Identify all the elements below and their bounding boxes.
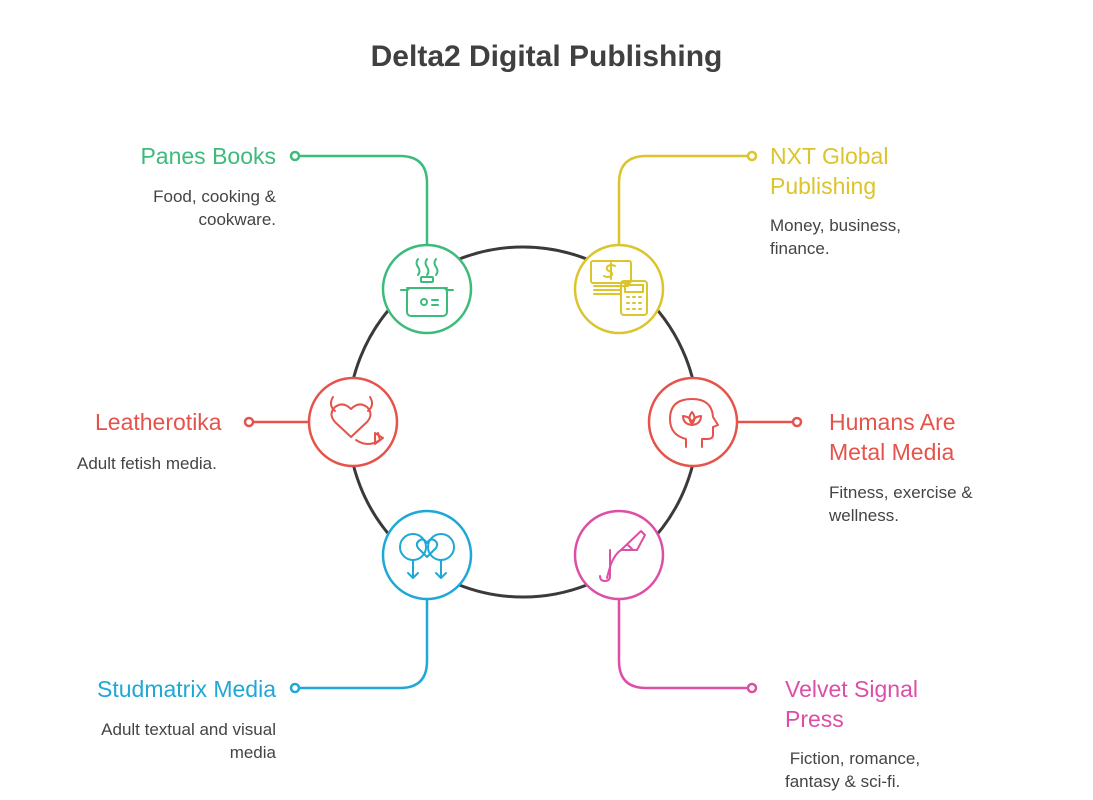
connector-studmatrix (297, 598, 429, 690)
pen-nib-icon (599, 530, 646, 582)
connector-nxt-global (617, 154, 750, 246)
connector-dot-humans-metal (791, 416, 803, 428)
node-circle-studmatrix (381, 509, 473, 601)
node-circle-velvet-signal (573, 509, 665, 601)
node-title-leatherotika: Leatherotika (95, 409, 222, 435)
node-desc-humans-metal: Fitness, exercise & wellness. (829, 483, 973, 525)
node-title-nxt-global: NXT Global Publishing (770, 143, 889, 199)
wellness-head-icon (669, 398, 719, 448)
connector-dot-studmatrix (289, 682, 301, 694)
cooking-pot-icon (400, 258, 454, 317)
connector-dot-velvet-signal (746, 682, 758, 694)
node-desc-leatherotika: Adult fetish media. (77, 454, 217, 473)
devil-heart-icon (329, 396, 384, 445)
connector-panes-books (295, 154, 429, 246)
node-desc-velvet-signal: Fiction, romance, fantasy & sci-fi. (785, 749, 925, 791)
node-title-velvet-signal: Velvet Signal Press (785, 676, 918, 732)
node-circle-leatherotika (307, 376, 399, 468)
node-desc-panes-books: Food, cooking & cookware. (153, 187, 276, 229)
node-title-studmatrix: Studmatrix Media (97, 676, 276, 702)
connector-dot-nxt-global (746, 150, 758, 162)
connector-dot-leatherotika (243, 416, 255, 428)
connector-velvet-signal (617, 598, 750, 690)
money-calculator-icon (590, 260, 648, 316)
connector-dot-panes-books (289, 150, 301, 162)
gender-heart-icon (399, 533, 455, 579)
diagram-title: Delta2 Digital Publishing (370, 40, 723, 73)
node-title-panes-books: Panes Books (140, 143, 276, 169)
node-title-humans-metal: Humans Are Metal Media (829, 409, 956, 465)
node-desc-nxt-global: Money, business, finance. (770, 216, 902, 258)
node-desc-studmatrix: Adult textual and visual media (101, 720, 276, 762)
